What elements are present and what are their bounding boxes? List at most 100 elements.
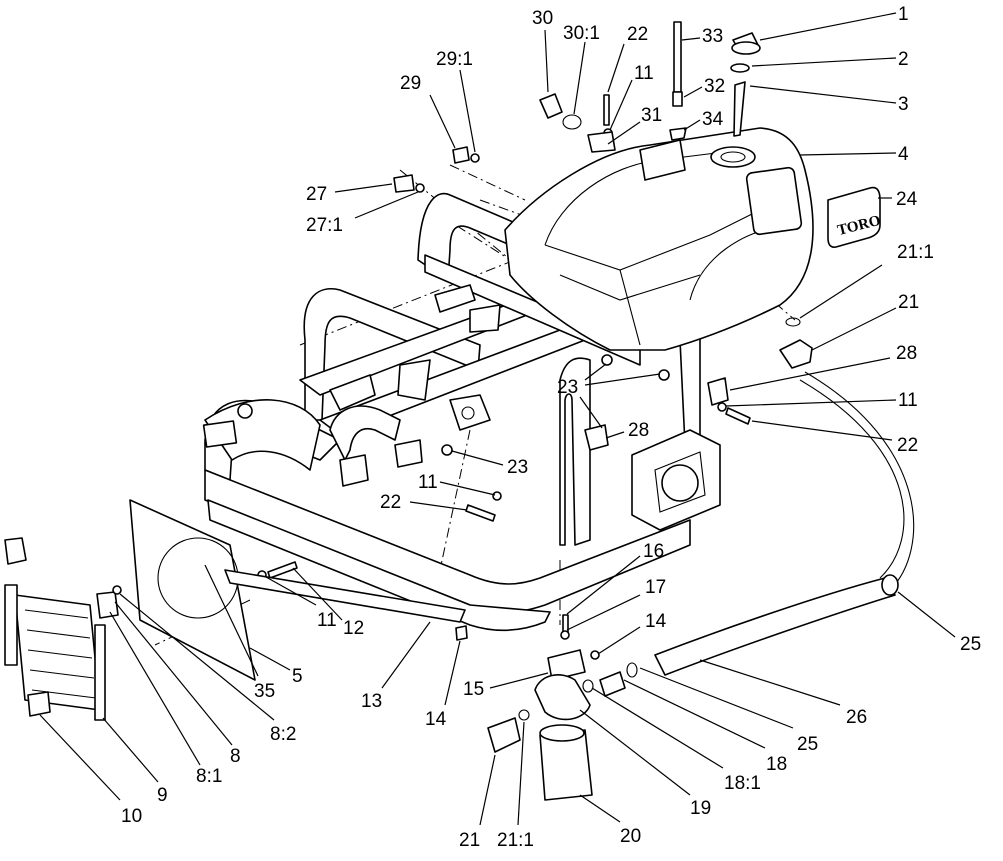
callout-10: 10 — [39, 714, 142, 827]
svg-text:20: 20 — [620, 826, 641, 847]
callout-30-1: 30:1 — [563, 23, 600, 115]
callout-21-1-top: 21:1 — [799, 242, 934, 319]
svg-text:32: 32 — [704, 76, 725, 97]
svg-text:22: 22 — [897, 435, 918, 456]
callout-11-top: 11 — [609, 63, 654, 131]
svg-text:1: 1 — [898, 4, 909, 25]
svg-text:26: 26 — [846, 707, 867, 728]
callout-27-1: 27:1 — [306, 191, 419, 236]
callout-26: 26 — [699, 659, 867, 728]
callout-9: 9 — [102, 717, 168, 806]
callout-8-1: 8:1 — [109, 611, 222, 787]
callout-25-right: 25 — [897, 591, 981, 655]
callout-34: 34 — [683, 109, 724, 131]
callouts: 1 2 3 4 24 21:1 21 28 — [39, 4, 981, 851]
callout-23-lower: 23 — [451, 450, 528, 478]
svg-text:4: 4 — [898, 144, 909, 165]
callout-16: 16 — [566, 541, 664, 615]
callout-33: 33 — [681, 26, 723, 47]
callout-27: 27 — [306, 183, 393, 205]
svg-text:14: 14 — [645, 611, 667, 632]
callout-8-2: 8:2 — [119, 593, 296, 745]
svg-text:21: 21 — [459, 830, 480, 851]
svg-text:11: 11 — [898, 390, 918, 411]
svg-text:29: 29 — [400, 73, 421, 94]
svg-text:8:2: 8:2 — [270, 724, 296, 745]
callout-18-1: 18:1 — [591, 687, 761, 794]
svg-text:5: 5 — [292, 666, 303, 687]
svg-text:10: 10 — [121, 806, 142, 827]
toro-decal: TORO — [827, 186, 882, 248]
callout-22-top: 22 — [607, 24, 648, 93]
svg-text:16: 16 — [643, 541, 664, 562]
callout-11-right: 11 — [725, 390, 918, 411]
fuel-tank — [504, 127, 814, 351]
svg-text:33: 33 — [702, 26, 723, 47]
callout-21-1-bottom: 21:1 — [497, 721, 534, 851]
svg-text:28: 28 — [896, 343, 917, 364]
svg-text:19: 19 — [690, 798, 711, 819]
svg-text:31: 31 — [641, 105, 662, 126]
svg-text:25: 25 — [960, 634, 981, 655]
callout-14-right: 14 — [597, 611, 667, 655]
callout-35: 35 — [204, 564, 275, 702]
callout-8: 8 — [114, 601, 241, 767]
callout-22-right: 22 — [751, 420, 918, 456]
callout-12: 12 — [292, 567, 364, 639]
lower-shield — [224, 569, 466, 623]
callout-29: 29 — [400, 73, 456, 149]
svg-text:12: 12 — [343, 618, 364, 639]
callout-1: 1 — [759, 4, 909, 41]
svg-text:23: 23 — [507, 457, 528, 478]
svg-text:9: 9 — [157, 785, 168, 806]
svg-text:17: 17 — [645, 577, 666, 598]
callout-13: 13 — [361, 621, 431, 712]
svg-text:21: 21 — [898, 292, 919, 313]
svg-text:24: 24 — [896, 189, 918, 210]
svg-text:29:1: 29:1 — [436, 49, 473, 70]
fuel-filter-assembly — [487, 371, 915, 801]
svg-text:25: 25 — [797, 734, 818, 755]
svg-text:22: 22 — [627, 24, 648, 45]
svg-text:28: 28 — [628, 420, 649, 441]
svg-text:18:1: 18:1 — [724, 773, 761, 794]
svg-text:11: 11 — [317, 610, 337, 631]
fasteners — [257, 21, 813, 641]
svg-text:21:1: 21:1 — [897, 242, 934, 263]
svg-text:8:1: 8:1 — [196, 766, 222, 787]
svg-text:11: 11 — [634, 63, 654, 84]
svg-text:14: 14 — [425, 709, 447, 730]
callout-24: 24 — [878, 189, 918, 210]
svg-text:2: 2 — [898, 49, 909, 70]
svg-text:11: 11 — [418, 472, 438, 493]
svg-text:3: 3 — [898, 94, 909, 115]
callout-3: 3 — [749, 85, 909, 115]
svg-text:15: 15 — [463, 679, 484, 700]
main-frame — [202, 192, 721, 632]
svg-text:23: 23 — [557, 377, 578, 398]
callout-31: 31 — [607, 105, 662, 145]
svg-text:27:1: 27:1 — [306, 215, 343, 236]
callout-19: 19 — [579, 709, 711, 819]
callout-15: 15 — [463, 672, 549, 700]
callout-30: 30 — [532, 8, 553, 93]
svg-text:34: 34 — [702, 109, 724, 130]
callout-29-1: 29:1 — [436, 49, 476, 153]
svg-text:22: 22 — [380, 492, 401, 513]
callout-2: 2 — [751, 49, 909, 70]
callout-23-upper: 23 — [557, 363, 661, 429]
callout-11-lower: 11 — [265, 576, 337, 631]
callout-11-mid: 11 — [418, 472, 496, 496]
callout-21-bottom: 21 — [459, 754, 496, 851]
callout-20: 20 — [579, 794, 641, 847]
callout-28-mid: 28 — [605, 420, 649, 441]
svg-text:30: 30 — [532, 8, 553, 29]
callout-17: 17 — [566, 577, 666, 631]
callout-14-left: 14 — [425, 640, 461, 730]
svg-text:30:1: 30:1 — [563, 23, 600, 44]
callout-28-right: 28 — [729, 343, 917, 391]
svg-text:27: 27 — [306, 184, 327, 205]
callout-21-top: 21 — [811, 292, 919, 351]
callout-22-mid: 22 — [380, 492, 468, 513]
